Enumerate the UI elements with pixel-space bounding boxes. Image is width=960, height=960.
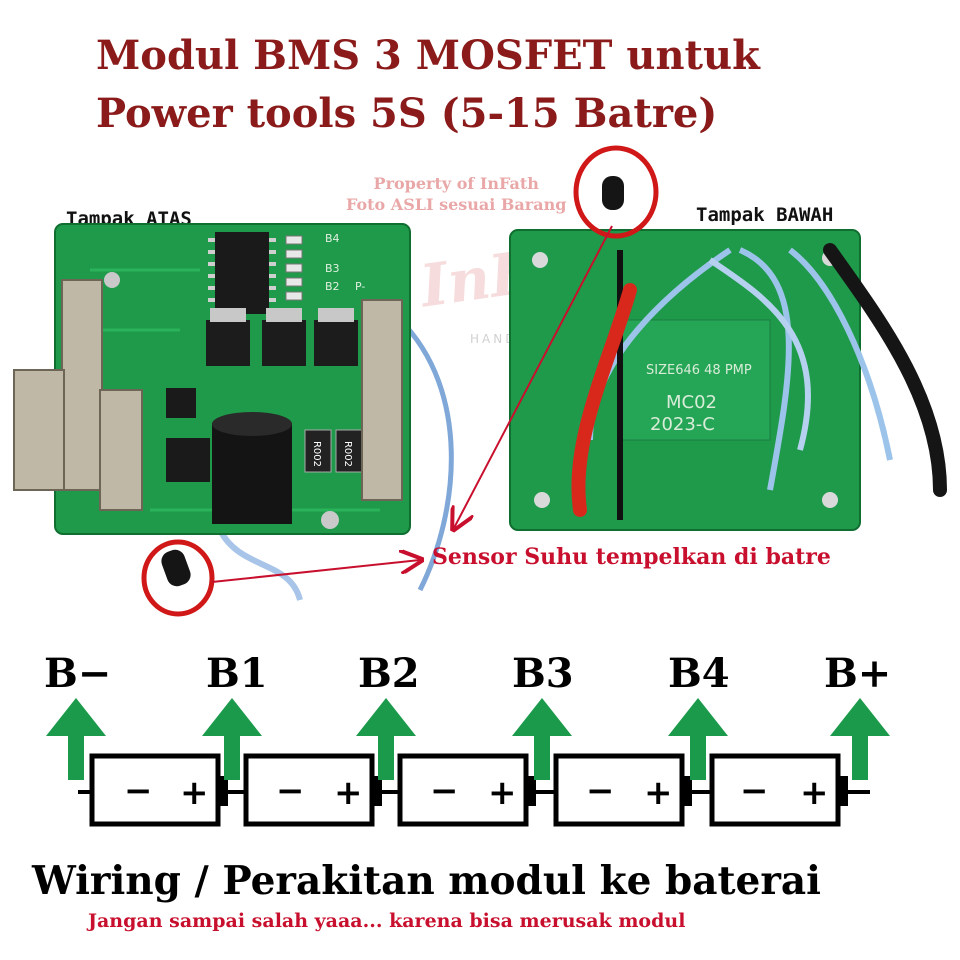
terminal-label-b1: B1 <box>206 650 268 697</box>
black-wire <box>823 243 947 497</box>
cell-4-minus: − <box>586 771 615 811</box>
mosfet-3 <box>314 308 358 366</box>
cell-4-plus: + <box>644 773 673 813</box>
page-title-line-2: Power tools 5S (5-15 Batre) <box>96 90 718 137</box>
ic-chip <box>215 232 269 314</box>
warning-text: Jangan sampai salah yaaa... karena bisa … <box>88 910 686 932</box>
marking-b3: B3 <box>325 262 340 275</box>
sensor-instruction: Sensor Suhu tempelkan di batre <box>432 544 831 570</box>
arrow-b1 <box>202 698 262 780</box>
sensor-highlight-circle <box>141 539 215 617</box>
battery-cell-3: − + <box>397 753 536 827</box>
cell-5-plus: + <box>800 773 829 813</box>
bms-board-bottom-view: SIZE646 48 PMP MC02 2023-C <box>509 145 947 531</box>
battery-cell-5: − + <box>709 753 848 827</box>
capacitor <box>212 424 292 524</box>
thermistor-probe <box>161 549 191 587</box>
blue-wire <box>398 318 454 592</box>
cell-2-plus: + <box>334 773 363 813</box>
watermark-line-1: Property of InFath <box>373 174 539 193</box>
watermark-text: Property of InFath Foto ASLI sesuai Bara… <box>346 174 566 216</box>
marking-b2: B2 <box>325 280 340 293</box>
marking-b4: B4 <box>325 232 340 245</box>
mount-hole-2 <box>104 272 120 288</box>
capacitor-top <box>212 412 292 436</box>
mosfet-1 <box>206 308 250 366</box>
terminal-label-b4: B4 <box>668 650 730 697</box>
cell-3-minus: − <box>430 771 459 811</box>
shunt-code-1: R002 <box>311 441 322 467</box>
arrow-to-bottom-sensor <box>454 225 613 528</box>
terminal-label-b-minus: B− <box>44 650 112 697</box>
cell-1-plus: + <box>180 773 209 813</box>
thermistor-probe-bottom <box>602 176 624 210</box>
marking-mc-code: MC02 <box>666 392 717 413</box>
terminal-clips <box>13 279 403 511</box>
bms-board-top-view: B4 B3 B2 P- R002 R002 <box>13 223 454 617</box>
controller-ic <box>166 438 210 482</box>
blue-wire-2 <box>738 247 792 491</box>
terminal-arrows <box>46 698 890 780</box>
watermark-line-2: Foto ASLI sesuai Barang <box>346 194 567 214</box>
cell-5-minus: − <box>740 771 769 811</box>
battery-cell-2: − + <box>243 753 382 827</box>
blue-wire-3 <box>708 257 811 451</box>
marking-p-minus: P- <box>355 280 365 293</box>
arrow-b4 <box>668 698 728 780</box>
marking-year-code: 2023-C <box>650 414 715 435</box>
mosfet-2 <box>262 308 306 366</box>
blue-wire-4 <box>788 247 893 461</box>
copper-pad <box>619 319 771 441</box>
marking-ic-code: SIZE646 48 PMP <box>646 363 752 378</box>
shunt-code-2: R002 <box>342 441 353 467</box>
battery-cell-1: − + <box>89 753 228 827</box>
sensor-wire <box>217 528 303 601</box>
cell-1-minus: − <box>124 771 153 811</box>
terminal-label-b-plus: B+ <box>824 650 892 697</box>
arrow-b3 <box>512 698 572 780</box>
page-title-line-1: Modul BMS 3 MOSFET untuk <box>96 32 760 79</box>
cell-3-plus: + <box>488 773 517 813</box>
smd-resistors <box>285 235 303 301</box>
terminal-label-b2: B2 <box>358 650 420 697</box>
terminal-label-b3: B3 <box>512 650 574 697</box>
red-wire <box>571 283 637 517</box>
shunt-resistor-2 <box>335 429 363 473</box>
battery-wiring-diagram: − + − + − + − + − + <box>46 698 890 827</box>
ic-pins <box>208 238 276 302</box>
wiring-caption: Wiring / Perakitan modul ke baterai <box>32 858 821 904</box>
shunt-resistor-1 <box>304 429 332 473</box>
mount-hole <box>321 511 339 529</box>
small-ic <box>166 388 196 418</box>
arrow-b-minus <box>46 698 106 780</box>
arrow-b-plus <box>830 698 890 780</box>
battery-cell-4: − + <box>553 753 692 827</box>
cell-2-minus: − <box>276 771 305 811</box>
bottom-view-label: Tampak BAWAH <box>696 204 834 226</box>
arrow-to-top-sensor <box>211 560 420 583</box>
sensor-highlight-circle-bottom <box>573 145 659 239</box>
arrow-b2 <box>356 698 416 780</box>
